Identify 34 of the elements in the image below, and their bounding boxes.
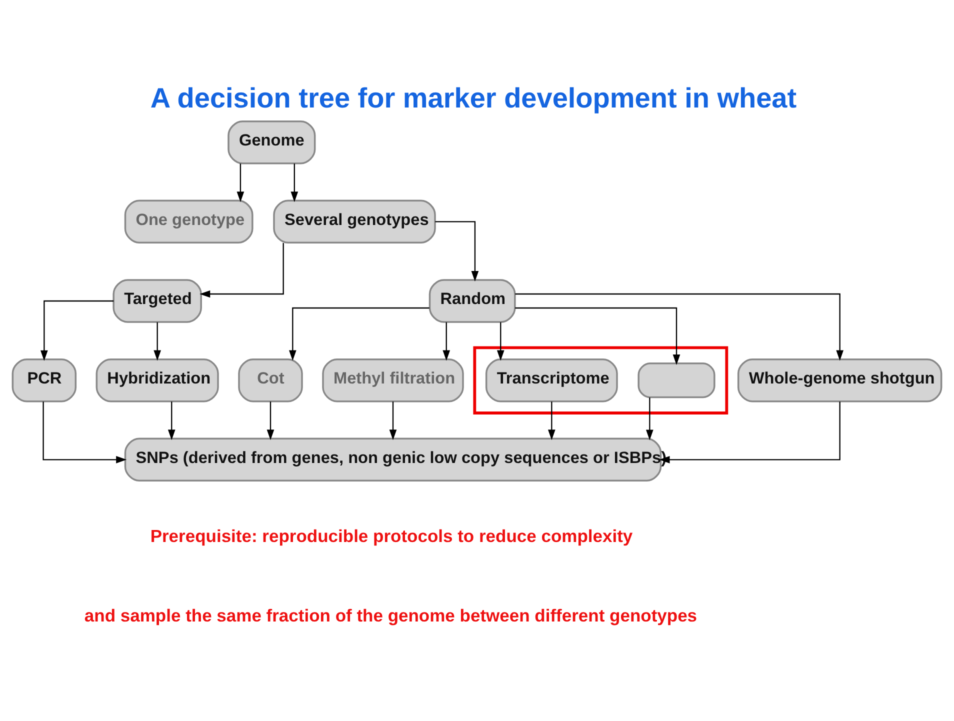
arrow xyxy=(496,322,504,361)
arrow xyxy=(389,402,397,440)
node-box: Hybridization xyxy=(96,358,219,402)
arrow xyxy=(154,322,162,361)
arrow xyxy=(435,221,479,282)
arrow xyxy=(200,242,284,298)
label: and sample the same fraction of the genome between different genotypes xyxy=(84,605,698,626)
arrow xyxy=(442,322,450,361)
arrow xyxy=(288,307,430,361)
node-box: Methyl filtration xyxy=(322,358,464,402)
arrow xyxy=(646,398,654,440)
node-box: Targeted xyxy=(112,279,202,323)
arrow xyxy=(548,402,556,440)
arrow xyxy=(515,307,680,365)
label: Prerequisite: reproducible protocols to reduce complexity xyxy=(150,526,633,546)
cluster xyxy=(473,346,728,414)
arrow xyxy=(168,402,176,440)
node-box: PCR xyxy=(12,358,77,402)
arrow xyxy=(236,164,244,202)
node-box: One genotype xyxy=(124,200,254,244)
arrow xyxy=(42,402,127,464)
arrow xyxy=(40,300,114,361)
node-box xyxy=(638,362,716,398)
arrow xyxy=(659,402,840,464)
node-box: Transcriptome xyxy=(485,358,618,402)
diagram-title: A decision tree for marker development in wheat xyxy=(150,82,797,114)
node-box: Random xyxy=(428,279,516,323)
node-box: Genome xyxy=(228,120,316,164)
arrow xyxy=(290,164,298,202)
arrow xyxy=(515,293,844,361)
node-box: Cot xyxy=(238,358,303,402)
node-box: Several genotypes xyxy=(273,200,436,244)
node-box: Whole-genome shotgun xyxy=(737,358,942,402)
arrow xyxy=(266,402,274,440)
